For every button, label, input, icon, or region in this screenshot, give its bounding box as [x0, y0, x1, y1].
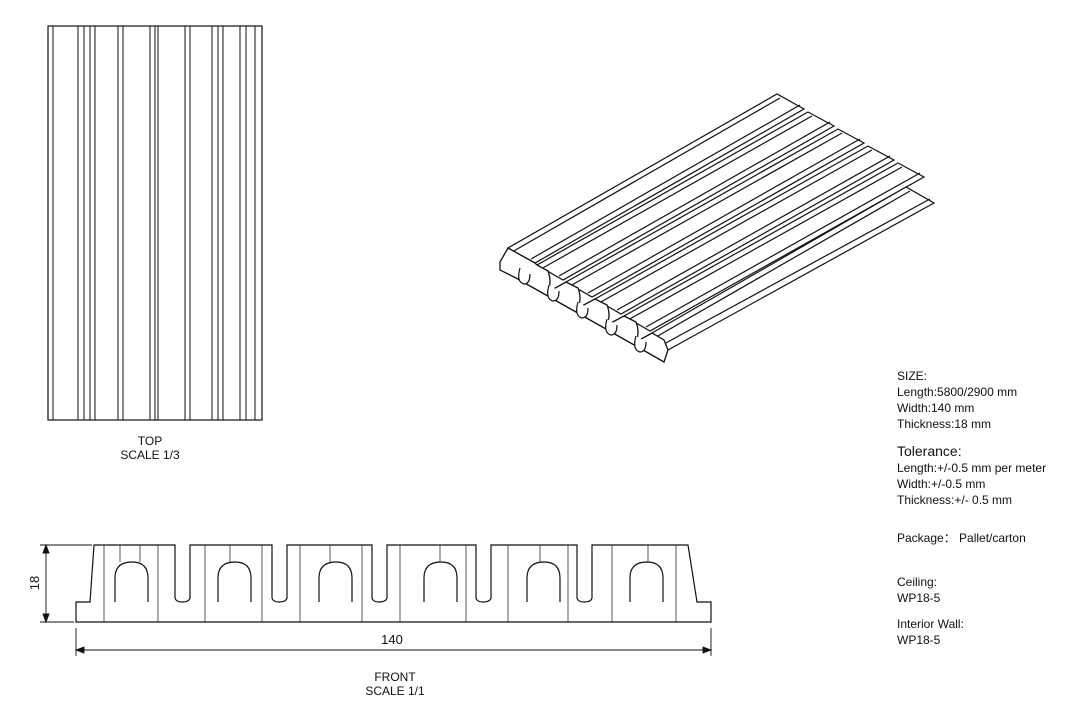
top-view-grooves: [52, 26, 256, 420]
ceiling-heading: Ceiling:: [897, 575, 938, 589]
size-heading: SIZE:: [897, 369, 928, 383]
width-dimension: [74, 628, 713, 656]
size-thickness: Thickness:18 mm: [897, 417, 992, 431]
height-dimension: [40, 543, 92, 624]
spec-panel: SIZE: Length:5800/2900 mm Width:140 mm T…: [897, 368, 1077, 648]
tolerance-width: Width:+/-0.5 mm: [897, 477, 986, 491]
interior-wall-code: WP18-5: [897, 633, 941, 647]
iso-profile-slots: [518, 267, 647, 353]
iso-rib: [564, 128, 866, 298]
front-hatching: [103, 545, 677, 622]
size-length: Length:5800/2900 mm: [897, 385, 1018, 399]
iso-rib: [622, 162, 926, 332]
size-width: Width:140 mm: [897, 401, 975, 415]
package-info: Package： Pallet/carton: [897, 531, 1026, 545]
top-view-label: TOP SCALE 1/3: [100, 434, 200, 462]
front-profile: [75, 544, 712, 623]
height-dimension-label: 18: [27, 575, 42, 591]
tolerance-heading: Tolerance:: [897, 443, 962, 459]
top-view: [47, 25, 263, 421]
iso-rib: [535, 111, 836, 281]
front-view: [40, 543, 713, 656]
ceiling-code: WP18-5: [897, 591, 941, 605]
tolerance-thickness: Thickness:+/- 0.5 mm: [897, 493, 1013, 507]
front-view-title: FRONT: [374, 670, 416, 684]
iso-rib: [593, 145, 896, 315]
top-view-scale: SCALE 1/3: [120, 448, 180, 462]
front-view-label: FRONT SCALE 1/1: [345, 670, 445, 698]
front-slots: [114, 561, 664, 602]
top-view-title: TOP: [137, 434, 163, 448]
front-view-scale: SCALE 1/1: [365, 684, 425, 698]
tolerance-length: Length:+/-0.5 mm per meter: [897, 461, 1047, 475]
interior-wall-heading: Interior Wall:: [897, 617, 964, 631]
width-dimension-label: 140: [381, 632, 403, 647]
isometric-view: [499, 93, 936, 363]
